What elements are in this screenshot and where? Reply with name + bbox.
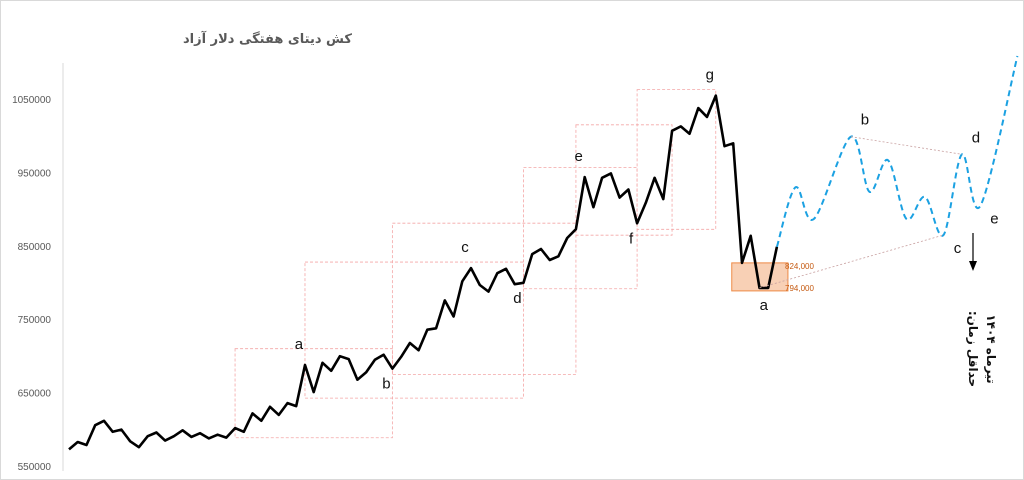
series-lines: [68, 55, 1019, 451]
wave-label: g: [706, 67, 714, 84]
forecast-line: [775, 55, 1019, 248]
upper-trendline: [850, 136, 963, 155]
wave-label: d: [513, 290, 521, 307]
wave-label: a: [295, 336, 304, 353]
support-zone: 824,000 794,000: [731, 262, 814, 293]
y-tick-label: 750000: [18, 315, 52, 326]
wave-range-box: [304, 261, 524, 399]
annotation-line: تیرماه ۱۴۰۴: [984, 314, 998, 383]
actual-price-line: [68, 94, 779, 451]
y-axis: 550000 650000 750000 850000 950000 1050000: [12, 63, 64, 473]
wave-label: b: [382, 376, 390, 393]
annotation-group: حداقل زمان: تیرماه ۱۴۰۴: [966, 311, 998, 387]
wave-label: e: [990, 211, 998, 228]
annotation-line: حداقل زمان:: [966, 311, 980, 387]
wave-label: e: [574, 148, 582, 165]
support-zone-box: [731, 262, 789, 292]
wave-label: a: [760, 297, 769, 314]
wave-labels: a b c d e f g a b c d e: [295, 67, 999, 393]
wave-label: b: [861, 112, 869, 129]
support-high-label: 824,000: [785, 262, 814, 271]
wave-range-box: [523, 166, 638, 290]
y-tick-label: 1050000: [12, 95, 51, 106]
y-tick-label: 650000: [18, 389, 52, 400]
chart-title: کش دیتای هفتگی دلار آزاد: [183, 30, 352, 47]
wave-boxes: [234, 89, 717, 439]
wave-range-box: [636, 89, 717, 230]
wave-label: c: [954, 240, 962, 257]
wave-range-box: [575, 124, 673, 236]
support-low-label: 794,000: [785, 284, 814, 293]
y-tick-label: 550000: [18, 462, 52, 473]
wave-range-box: [234, 348, 393, 439]
time-annotation: حداقل زمان: تیرماه ۱۴۰۴: [966, 233, 998, 387]
y-tick-label: 950000: [18, 168, 52, 179]
wave-label: c: [461, 239, 469, 256]
wave-label: d: [972, 129, 980, 146]
wave-label: f: [629, 230, 634, 247]
down-arrow-head: [969, 261, 977, 271]
wave-range-box: [391, 222, 577, 376]
y-tick-label: 850000: [18, 242, 52, 253]
